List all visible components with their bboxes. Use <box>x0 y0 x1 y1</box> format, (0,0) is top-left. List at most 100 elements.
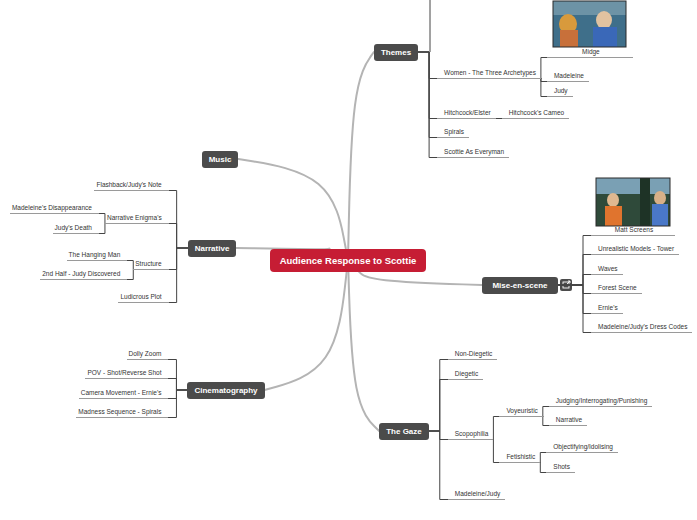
sub-branch <box>558 236 591 286</box>
topic-text: Judy <box>554 87 568 95</box>
branch-line-offscreen <box>430 0 431 52</box>
sub-branch <box>558 285 591 294</box>
main-branch <box>348 52 374 249</box>
still-figure-head <box>654 191 666 205</box>
subtopic: Hitchcock/Elster <box>437 109 496 119</box>
topic-text: Madness Sequence - Spirals <box>78 408 161 416</box>
sub-branch <box>168 390 187 418</box>
topic-text: Midge <box>582 48 600 56</box>
topic-text: POV - Shot/Reverse Shot <box>87 369 161 377</box>
subtopic: Fetishistic <box>499 453 540 463</box>
topic-text: Scottie As Everyman <box>444 148 504 156</box>
topic-text: Dolly Zoom <box>129 350 162 358</box>
subtopic: Flashback/Judy's Note <box>94 181 168 191</box>
topic-text: Matt Screens <box>615 226 653 234</box>
main-topic: Mise-en-scene <box>482 277 558 294</box>
still-frame <box>596 178 670 226</box>
sub-branch <box>418 52 437 158</box>
sub-branch <box>540 453 546 463</box>
sub-branch <box>169 248 188 270</box>
subtopic: Narrative Enigma's <box>105 214 169 224</box>
topic-text: Madeleine <box>554 72 584 80</box>
topic-text: Ludicrous Plot <box>120 293 161 301</box>
still-background <box>596 178 670 226</box>
topic-text: 2nd Half - Judy Discovered <box>42 270 120 278</box>
topic-text: The Gaze <box>386 427 422 436</box>
still-figure-dress <box>593 27 617 47</box>
subtopic: Judy's Death <box>53 224 99 234</box>
sub-branch <box>168 360 187 391</box>
topic-text: Judging/Interrogating/Punishing <box>556 397 647 405</box>
subtopic: Judging/Interrogating/Punishing <box>549 397 652 407</box>
main-topic: The Gaze <box>379 423 429 440</box>
still-figure-body <box>560 30 578 47</box>
subtopic: Spirals <box>437 128 469 138</box>
topic-text: Narrative <box>195 244 230 253</box>
central-topic: Audience Response to Scottie <box>270 249 427 272</box>
subtopic: Structure <box>133 260 168 270</box>
still-figure-dress <box>652 204 668 226</box>
topic-text: Spirals <box>444 128 464 136</box>
subtopic: Waves <box>591 265 623 275</box>
topic-text: Ernie's <box>598 304 618 312</box>
subtopic: Objectifying/Idolising <box>546 443 618 453</box>
main-topic: Narrative <box>188 240 237 257</box>
subtopic: Scottie As Everyman <box>437 148 509 158</box>
topic-text: Unrealistic Models - Tower <box>598 245 674 253</box>
topic-text: Forest Scene <box>598 284 637 292</box>
subtopic: POV - Shot/Reverse Shot <box>85 369 168 379</box>
sub-branch <box>429 380 448 432</box>
subtopic: Shots <box>546 463 575 473</box>
sub-branch <box>169 248 188 303</box>
subtopic: Ernie's <box>591 304 623 314</box>
topic-text: Camera Movement - Ernie's <box>81 389 162 397</box>
main-branch <box>359 272 482 286</box>
subtopic: Midge <box>547 48 633 58</box>
subtopic: The Hanging Man <box>67 251 128 261</box>
subtopic: 2nd Half - Judy Discovered <box>40 270 127 280</box>
topic-text: Objectifying/Idolising <box>553 443 613 451</box>
sub-branch <box>418 52 437 138</box>
main-topic: Cinematography <box>187 382 264 399</box>
subtopic: Dolly Zoom <box>127 350 169 360</box>
topic-text: Audience Response to Scottie <box>280 255 417 266</box>
subtopic: Madeleine/Judy's Dress Codes <box>591 323 692 333</box>
topic-text: Mise-en-scene <box>492 281 547 290</box>
sub-branch <box>493 417 499 440</box>
topic-text: Women - The Three Archetypes <box>444 69 536 77</box>
sub-branch <box>169 224 188 249</box>
topic-text: Hitchcock/Elster <box>444 109 491 117</box>
still-frame <box>553 1 626 47</box>
main-branch <box>238 159 345 249</box>
sub-branch <box>168 379 187 391</box>
subtopic: Madeleine <box>547 72 589 82</box>
sub-branch <box>418 52 437 119</box>
sub-branch <box>558 255 591 286</box>
still-figure-coat <box>605 206 622 226</box>
subtopic: Unrealistic Models - Tower <box>591 245 679 255</box>
subtopic: Scopophilia <box>448 430 494 440</box>
topic-text: Non-Diegetic <box>455 350 493 358</box>
subtopic: Madeleine/Judy <box>448 490 506 500</box>
topic-text: The Hanging Man <box>69 251 121 259</box>
topic-text: Hitchcock's Cameo <box>509 109 564 117</box>
topic-text: Cinematography <box>194 386 257 395</box>
subtopic: Voyeuristic <box>499 407 542 417</box>
subtopic: Ludicrous Plot <box>118 293 168 303</box>
subtopic: Madeleine's Disappearance <box>10 204 99 214</box>
topic-text: Madeleine/Judy <box>455 490 501 498</box>
subtopic: Diegetic <box>448 370 483 380</box>
topic-text: Narrative <box>556 416 582 424</box>
topic-text: Judy's Death <box>55 224 92 232</box>
sub-branch <box>169 191 188 249</box>
subtopic: Forest Scene <box>591 284 642 294</box>
still-figure-head <box>607 193 619 207</box>
topic-text: Waves <box>598 265 618 273</box>
topic-text: Narrative Enigma's <box>107 214 162 222</box>
still-background <box>553 1 626 47</box>
sub-branch <box>429 431 448 500</box>
main-topic: Themes <box>374 44 418 61</box>
topic-text: Madeleine/Judy's Dress Codes <box>598 323 687 331</box>
topic-text: Flashback/Judy's Note <box>96 181 161 189</box>
